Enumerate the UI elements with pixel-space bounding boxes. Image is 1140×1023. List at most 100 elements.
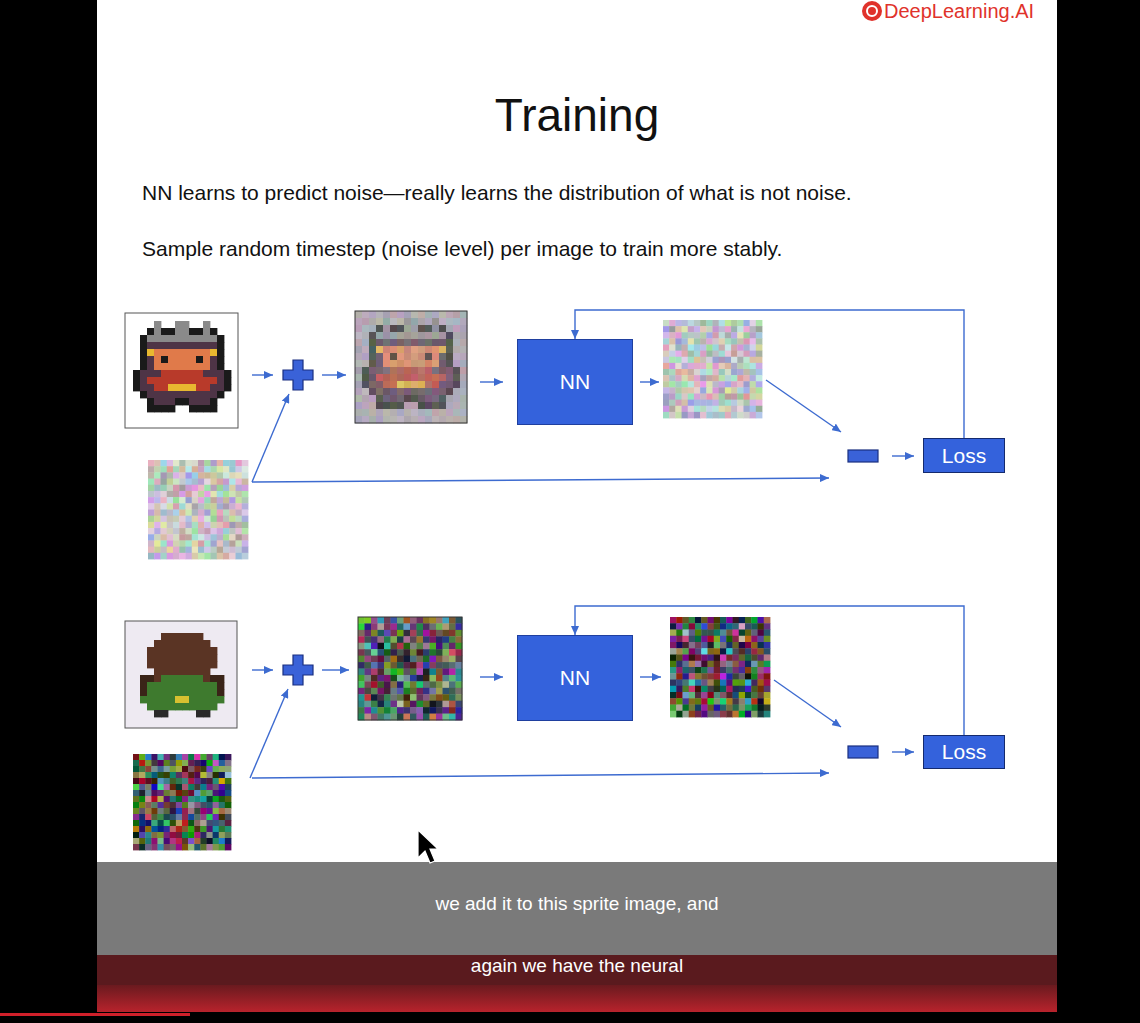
pixel [376, 374, 383, 381]
pixel [154, 491, 161, 498]
pixel [733, 667, 740, 674]
pixel [176, 802, 183, 808]
pixel [701, 680, 708, 687]
pixel [436, 643, 443, 650]
pixel [204, 497, 211, 504]
pixel [676, 692, 683, 699]
pixel [175, 633, 182, 640]
pixel [750, 326, 757, 333]
noise-image [148, 460, 248, 559]
pixel [161, 553, 168, 560]
pixel [391, 669, 398, 676]
pixel [194, 838, 201, 844]
pixel [456, 630, 463, 637]
pixel [170, 754, 177, 760]
pixel [425, 360, 432, 367]
pixel [154, 528, 161, 535]
pixel [397, 360, 404, 367]
pixel [168, 349, 175, 356]
pixel [384, 714, 391, 721]
pixel [167, 491, 174, 498]
pixel [376, 346, 383, 353]
pixel [236, 540, 243, 547]
pixel [404, 649, 411, 656]
pixel [198, 472, 205, 479]
pixel [410, 669, 417, 676]
pixel [384, 649, 391, 656]
pixel [213, 826, 220, 832]
pixel [371, 623, 378, 630]
pixel [383, 388, 390, 395]
pixel [175, 689, 182, 696]
pixel [182, 647, 189, 654]
pixel [384, 617, 391, 624]
pixel [411, 311, 418, 318]
pixel [706, 406, 713, 413]
pixel [148, 472, 155, 479]
pixel [139, 784, 146, 790]
pixel [355, 374, 362, 381]
pixel [708, 617, 715, 624]
pixel [204, 534, 211, 541]
pixel [708, 686, 715, 693]
flow-arrow [640, 676, 661, 677]
pixel [223, 503, 230, 510]
pixel [186, 497, 193, 504]
pixel [745, 655, 752, 662]
pixel [207, 838, 214, 844]
pixel [168, 661, 175, 668]
pixel [449, 656, 456, 663]
pixel [210, 703, 217, 710]
pixel [200, 796, 207, 802]
pixel [223, 491, 230, 498]
pixel [418, 395, 425, 402]
pixel [211, 528, 218, 535]
pixel [148, 460, 155, 467]
pixel [175, 703, 182, 710]
pixel [186, 540, 193, 547]
pixel [139, 820, 146, 826]
pixel [210, 689, 217, 696]
minus-symbol [848, 746, 878, 758]
pixel [242, 460, 249, 467]
pixel [449, 714, 456, 721]
pixel [168, 363, 175, 370]
pixel [739, 661, 746, 668]
pixel [436, 617, 443, 624]
pixel [397, 409, 404, 416]
pixel [764, 705, 771, 712]
pixel [758, 692, 765, 699]
pixel [168, 647, 175, 654]
pixel [675, 363, 682, 370]
pixel [362, 409, 369, 416]
pixel [369, 339, 376, 346]
pixel [198, 540, 205, 547]
pixel [198, 491, 205, 498]
pixel [168, 654, 175, 661]
pixel [418, 374, 425, 381]
pixel [147, 405, 154, 412]
pixel [145, 796, 152, 802]
pixel [194, 766, 201, 772]
pixel [737, 381, 744, 388]
pixel [432, 339, 439, 346]
flow-arrow [480, 381, 503, 382]
pixel [194, 802, 201, 808]
pixel [147, 696, 154, 703]
pixel [390, 339, 397, 346]
pixel [683, 617, 690, 624]
pixel [714, 661, 721, 668]
pixel [423, 707, 430, 714]
pixel [139, 832, 146, 838]
pixel [362, 381, 369, 388]
pixel [743, 363, 750, 370]
pixel [720, 642, 727, 649]
pixel [188, 838, 195, 844]
pixel [725, 375, 732, 382]
pixel [720, 692, 727, 699]
pixel [410, 675, 417, 682]
pixel [739, 705, 746, 712]
pixel [219, 838, 226, 844]
pixel [133, 370, 140, 377]
pixel [219, 814, 226, 820]
